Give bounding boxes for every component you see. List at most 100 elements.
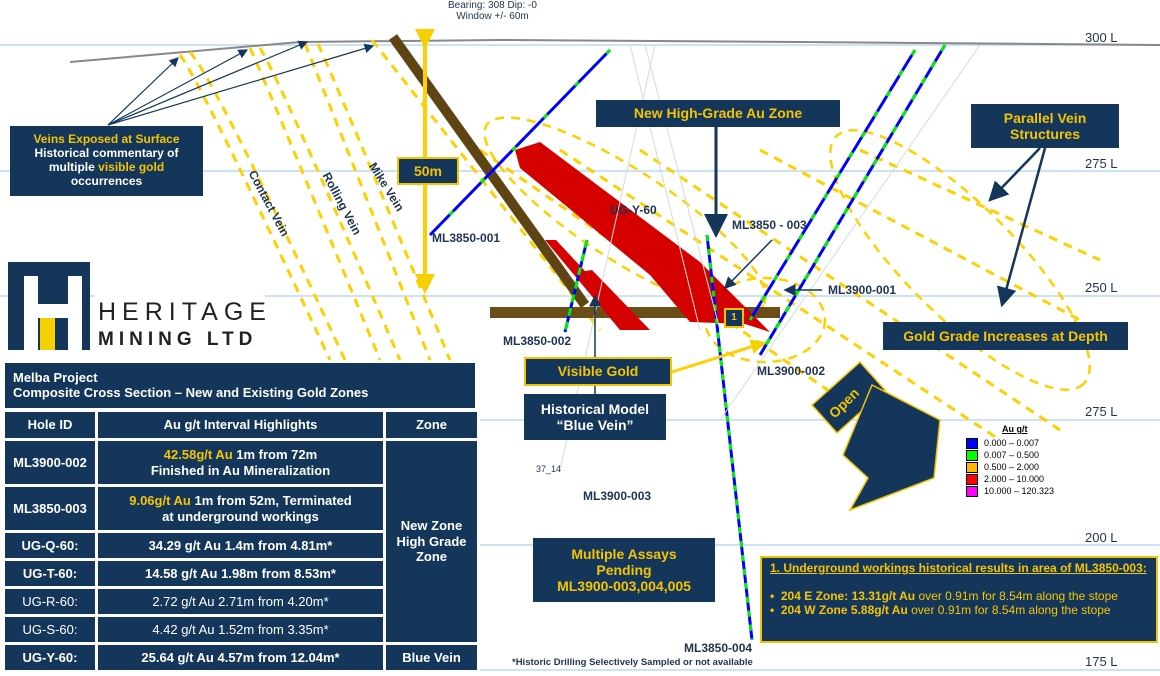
callout-title: Veins Exposed at Surface [33, 132, 180, 147]
callout-text: Historical commentary of [34, 146, 179, 161]
note-bullet-bold: 204 E Zone: 13.31g/t Au [780, 588, 916, 603]
underground-results-note: 1. Underground workings historical resul… [760, 556, 1158, 643]
highlight-text: Finished in Au Mineralization [150, 462, 331, 478]
bearing-text: Bearing: 308 Dip: -0 [448, 0, 537, 11]
legend-swatch [966, 437, 978, 449]
visible-gold-arrow [671, 339, 766, 374]
cell-highlight: 2.72 g/t Au 2.71m from 4.20m* [98, 589, 383, 614]
level-250: 250 L [1085, 280, 1118, 295]
callout-text: occurrences [70, 173, 143, 188]
highlight-text: 1m from 72m [232, 446, 318, 462]
header-hole-id: Hole ID [5, 412, 95, 438]
callout-text: Pending [596, 561, 652, 578]
legend-item: 2.000 – 10.000 [966, 473, 1054, 485]
bearing-label: Bearing: 308 Dip: -0 Window +/- 60m [448, 0, 537, 22]
callout-highlight: visible gold [98, 160, 165, 174]
highlight-value: 42.58g/t Au [163, 446, 233, 462]
window-text: Window +/- 60m [456, 11, 529, 22]
note-bullet-text: over 0.91m for 8.54m along the stope [915, 588, 1118, 603]
highlight-value: 9.06g/t Au [129, 492, 191, 508]
open-arrow [810, 360, 941, 512]
callout-text: multiple [48, 160, 99, 174]
new-high-grade-zone-callout: New High-Grade Au Zone [596, 100, 840, 127]
logo-text: HERITAGE [98, 298, 272, 326]
zone-blue-vein: Blue Vein [386, 645, 477, 670]
vein-lines [178, 39, 1101, 442]
historical-model-callout: Historical Model “Blue Vein” [524, 394, 666, 440]
cell-hole-id: ML3850-003 [5, 487, 95, 530]
veins-surface-callout: Veins Exposed at Surface Historical comm… [10, 126, 203, 196]
legend-swatch [966, 461, 978, 473]
callout-text: ML3900-003,004,005 [557, 578, 691, 595]
highlight-text: at underground workings [162, 508, 319, 524]
level-200: 200 L [1085, 530, 1118, 545]
level-275: 275 L [1085, 156, 1118, 171]
note-bullet-text: over 0.91m for 8.54m along the stope [907, 602, 1111, 617]
callout-text: “Blue Vein” [556, 417, 634, 433]
hole-label: UG-Y-60 [610, 203, 657, 217]
legend-label: 0.007 – 0.500 [984, 450, 1040, 460]
footnote: *Historic Drilling Selectively Sampled o… [512, 657, 753, 668]
level-300: 300 L [1085, 30, 1118, 45]
grade-legend: Au g/t 0.000 – 0.007 0.007 – 0.500 0.500 –… [966, 424, 1054, 497]
cell-highlight: 4.42 g/t Au 1.52m from 3.35m* [98, 617, 383, 642]
hole-label: ML3850-002 [503, 334, 572, 348]
marker-1: 1 [724, 308, 744, 328]
legend-swatch [966, 473, 978, 485]
assays-pending-callout: Multiple Assays Pending ML3900-003,004,0… [533, 538, 715, 602]
underground-workings [490, 307, 780, 318]
legend-item: 0.500 – 2.000 [966, 461, 1054, 473]
legend-item: 0.007 – 0.500 [966, 449, 1054, 461]
hole-label: ML3850-004 [684, 641, 753, 655]
legend-swatch [966, 449, 978, 461]
legend-label: 10.000 – 120.323 [984, 486, 1055, 496]
project-title-box: Melba Project Composite Cross Section – … [5, 363, 475, 408]
level-175: 175 L [1085, 654, 1118, 669]
hole-label: ML3900-001 [828, 283, 897, 297]
legend-label: 0.000 – 0.007 [984, 438, 1040, 448]
header-zone: Zone [386, 412, 477, 438]
parallel-vein-callout: Parallel Vein Structures [971, 104, 1119, 148]
legend-label: 2.000 – 10.000 [984, 474, 1045, 484]
drill-traces [428, 44, 981, 641]
hole-label: ML3850 - 003 [732, 218, 807, 232]
callout-text: Multiple Assays [571, 545, 677, 562]
red-vein-model [515, 142, 770, 332]
hole-label: ML3850-001 [432, 231, 501, 245]
pointer-arrows [589, 127, 1047, 394]
cell-highlight: 34.29 g/t Au 1.4m from 4.81m* [98, 533, 383, 558]
project-title: Melba Project [13, 369, 98, 385]
surface-arrows [107, 40, 375, 126]
logo-subtext: MINING LTD [98, 329, 258, 350]
note-title: 1. Underground workings historical resul… [770, 561, 1147, 575]
level-275-lower: 275 L [1085, 404, 1118, 419]
cell-hole-id: UG-T-60: [5, 561, 95, 586]
logo-mark [8, 262, 90, 350]
header-highlights: Au g/t Interval Highlights [98, 412, 383, 438]
cell-hole-id: UG-Q-60: [5, 533, 95, 558]
zone-new-high-grade: New Zone High Grade Zone [386, 441, 477, 642]
cell-highlight: 25.64 g/t Au 4.57m from 12.04m* [98, 645, 383, 670]
legend-title: Au g/t [1002, 424, 1028, 434]
cell-hole-id: UG-R-60: [5, 589, 95, 614]
results-table: Hole ID Au g/t Interval Highlights Zone … [5, 412, 477, 670]
cell-highlight: 14.58 g/t Au 1.98m from 8.53m* [98, 561, 383, 586]
scale-50m-label: 50m [397, 157, 459, 185]
grade-depth-callout: Gold Grade Increases at Depth [883, 322, 1128, 350]
legend-item: 10.000 – 120.323 [966, 485, 1054, 497]
surface-topography [69, 38, 1160, 63]
hole-label: ML3900-003 [583, 489, 652, 503]
cell-hole-id: UG-S-60: [5, 617, 95, 642]
callout-text: Historical Model [540, 400, 650, 417]
visible-gold-callout: Visible Gold [524, 357, 672, 386]
cell-hole-id: ML3900-002 [5, 441, 95, 484]
legend-label: 0.500 – 2.000 [984, 462, 1040, 472]
cell-hole-id: UG-Y-60: [5, 645, 95, 670]
legend-item: 0.000 – 0.007 [966, 437, 1054, 449]
project-subtitle: Composite Cross Section – New and Existi… [13, 384, 369, 400]
hole-label: ML3900-002 [757, 364, 826, 378]
